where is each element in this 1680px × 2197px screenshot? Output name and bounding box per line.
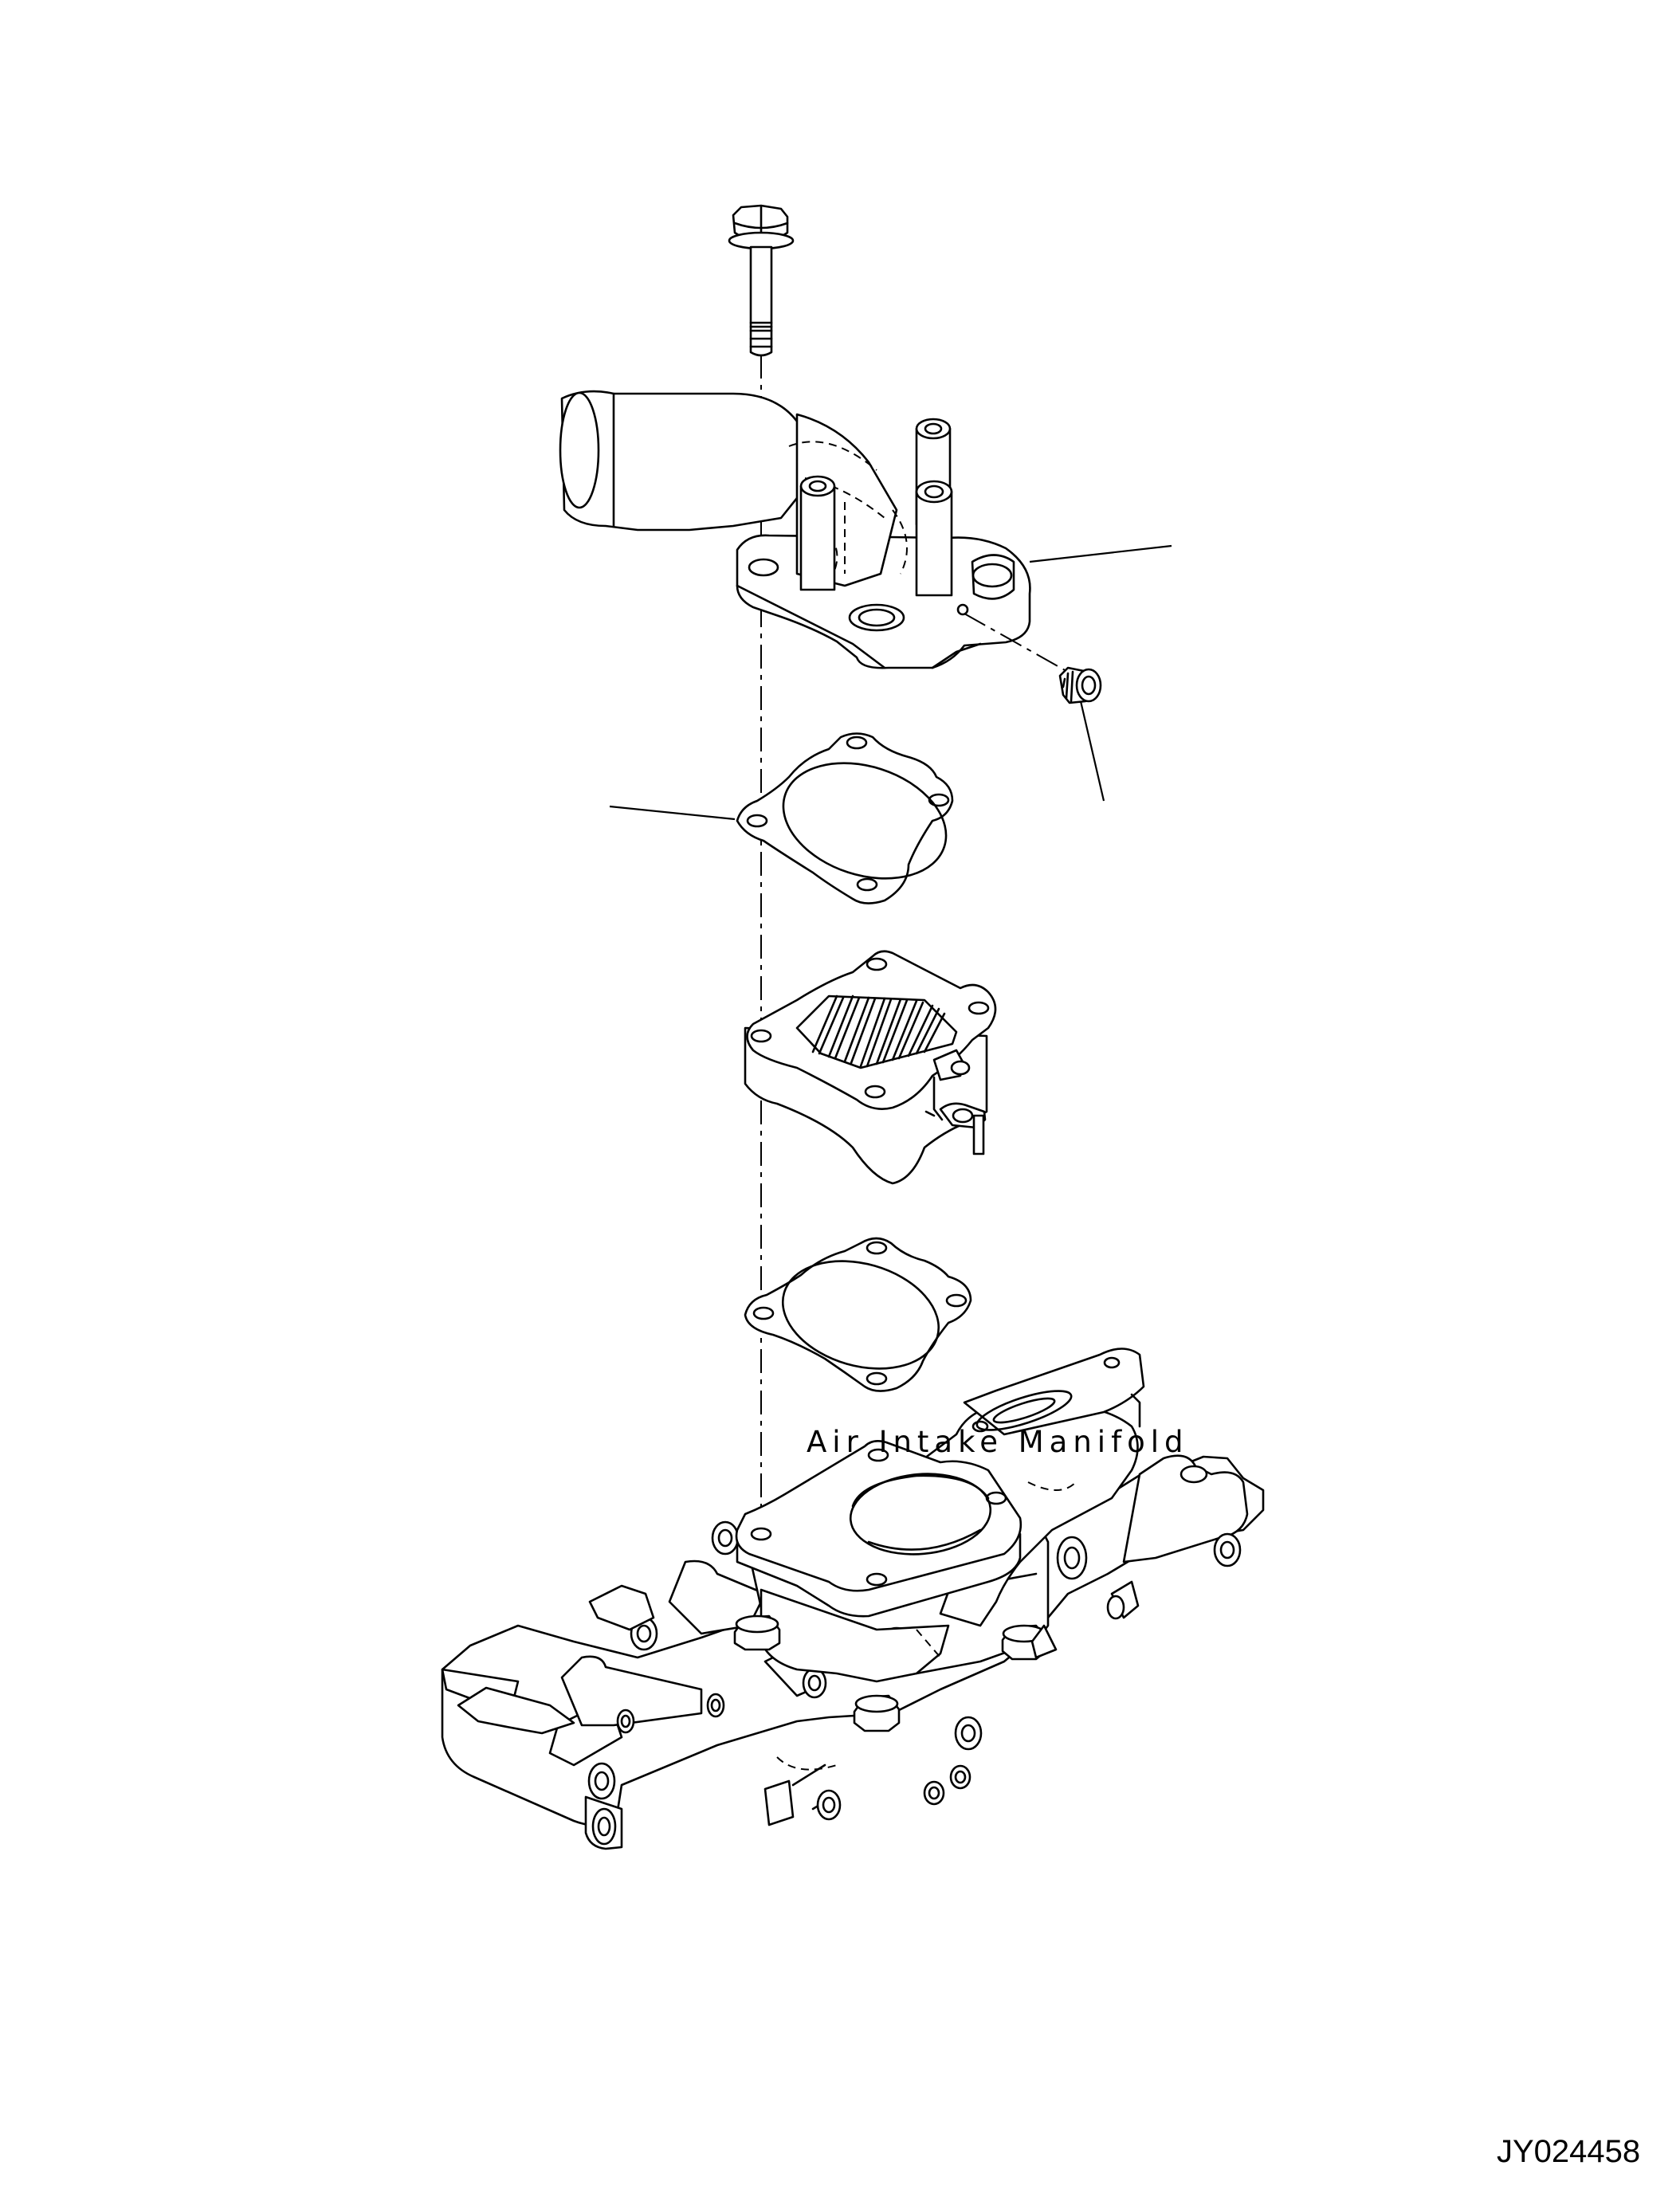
leader-line-plug — [1081, 701, 1104, 801]
leader-line-connector — [1030, 546, 1172, 562]
plug-icon — [964, 614, 1101, 703]
drawing-id: JY024458 — [1497, 2134, 1641, 2169]
air-intake-manifold-icon — [442, 1349, 1263, 1850]
leader-line-gasket — [610, 806, 735, 819]
water-connector-icon — [560, 391, 1030, 668]
manifold-label: Air Intake Manifold — [807, 1425, 1189, 1459]
gasket-icon — [745, 1238, 971, 1391]
bolt-icon — [729, 206, 793, 355]
intake-heater-icon — [745, 951, 995, 1183]
gasket-icon — [737, 734, 961, 904]
